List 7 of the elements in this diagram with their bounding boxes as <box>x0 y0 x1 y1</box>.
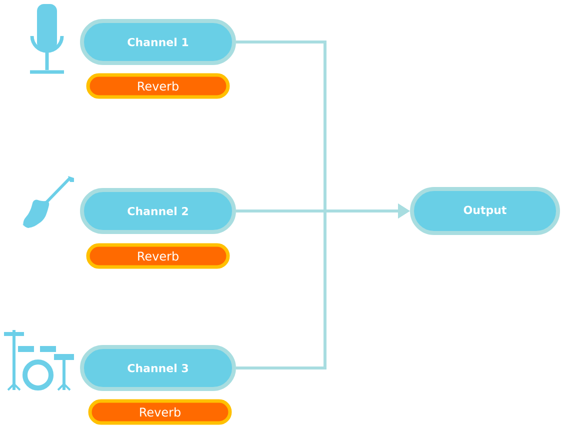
effect-box: Reverb <box>86 73 230 99</box>
effect-box: Reverb <box>88 399 232 425</box>
channel-box: Output <box>410 187 560 235</box>
effect-box: Reverb <box>86 243 230 269</box>
channel-box: Channel 2 <box>80 188 236 234</box>
channel-box: Channel 3 <box>80 345 236 391</box>
channel-box: Channel 1 <box>80 19 236 65</box>
